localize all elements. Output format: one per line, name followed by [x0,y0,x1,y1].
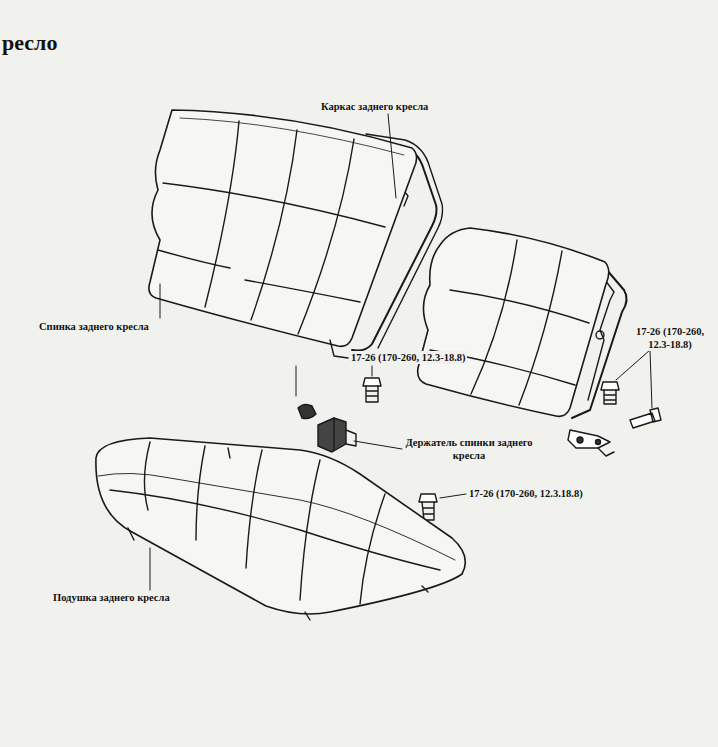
part-name: Подушка заднего кресла [52,591,171,604]
leader-lines [150,114,652,590]
rear-seatback-right [418,228,627,418]
torque-spec: 17-26 (170-260, 12.3.18.8) [468,487,584,500]
part-name: Каркас заднего кресла [320,100,429,113]
rear-seatback-left [149,110,417,358]
part-name: Держатель спинки заднего кресла [404,436,534,462]
page-title: ресло [2,30,57,56]
torque-spec: 17-26 (170-260, 12.3-18.8) [626,325,714,351]
torque-spec: 17-26 (170-260, 12.3-18.8) [350,351,467,364]
part-name: Спинка заднего кресла [38,320,150,333]
